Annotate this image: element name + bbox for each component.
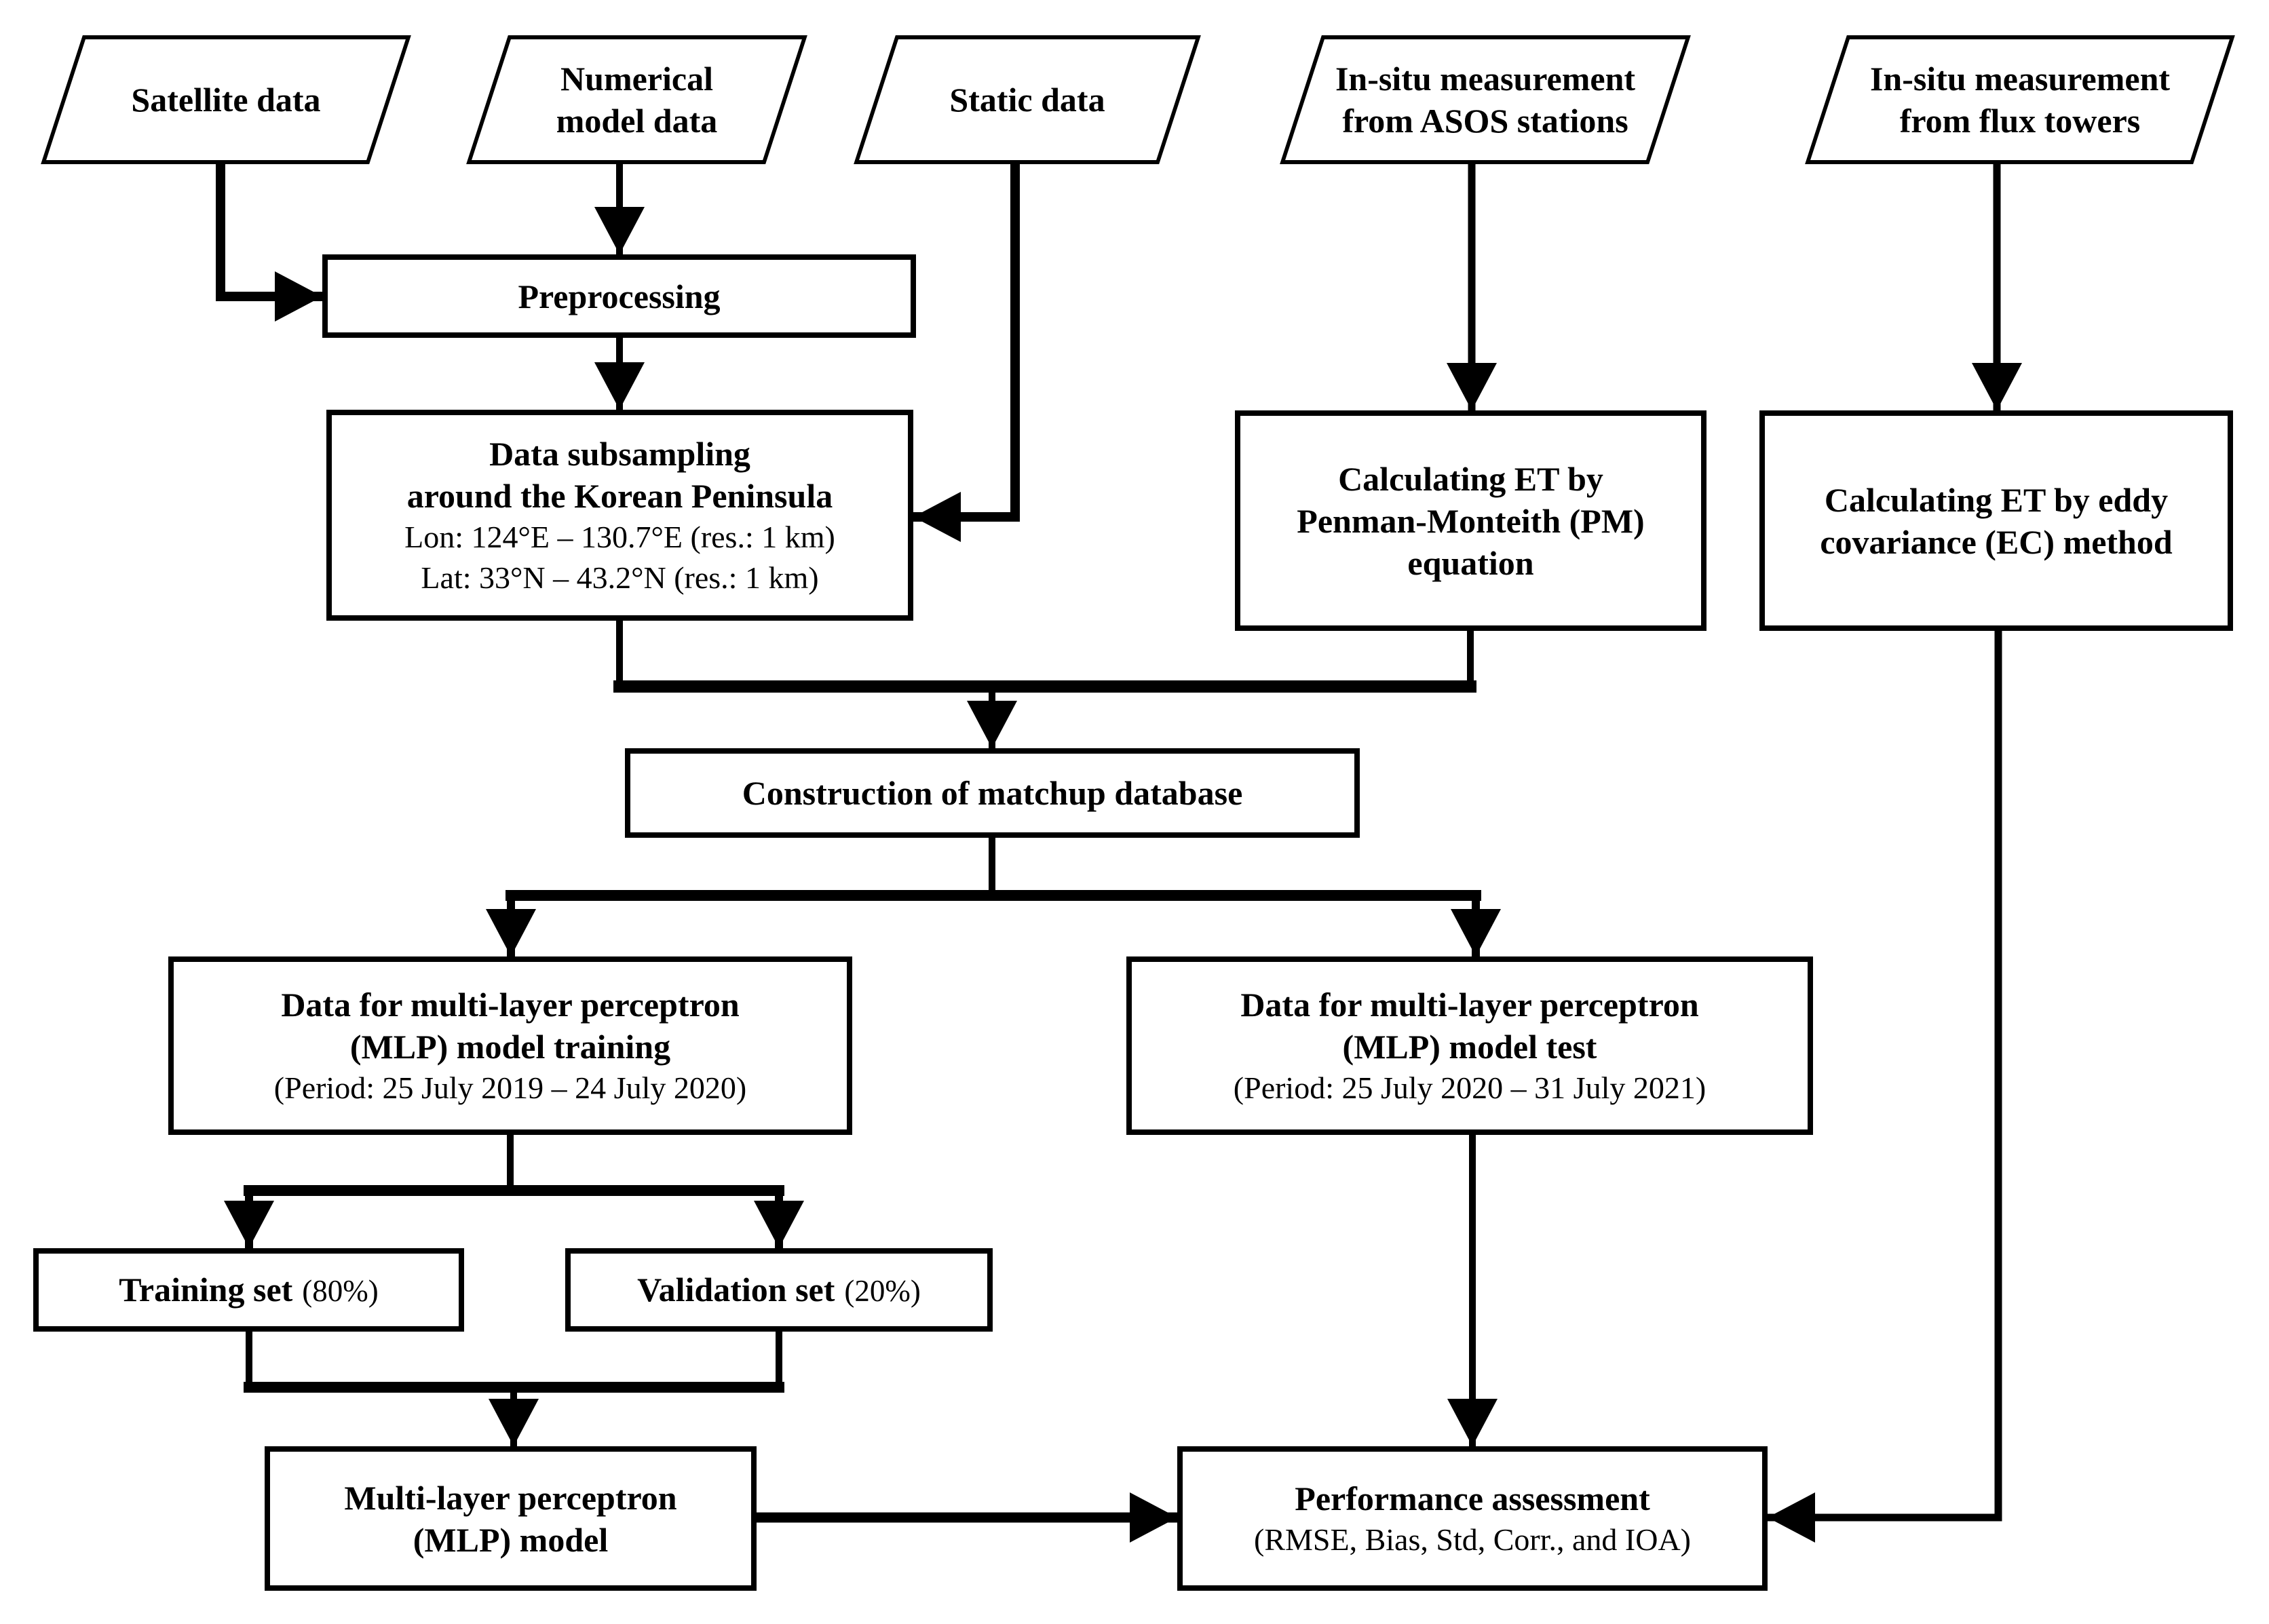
mlp-training-data-box: Data for multi-layer perceptron (MLP) mo… [168, 956, 852, 1135]
edge-ec-to-performance [1768, 631, 2002, 1543]
static-data-node: Static data [854, 35, 1201, 164]
mlp-model-box: Multi-layer perceptron (MLP) model [265, 1446, 757, 1591]
ec-method-box: Calculating ET by eddy covariance (EC) m… [1759, 410, 2233, 631]
matchup-database-box: Construction of matchup database [625, 748, 1360, 838]
edge-satellite-to-preprocessing [216, 161, 322, 322]
training-set-box: Training set(80%) [33, 1248, 464, 1332]
asos-measurement-node: In-situ measurement from ASOS stations [1280, 35, 1691, 164]
flux-tower-measurement-node: In-situ measurement from flux towers [1805, 35, 2235, 164]
pm-equation-box: Calculating ET by Penman-Monteith (PM) e… [1235, 410, 1706, 631]
preprocessing-box: Preprocessing [322, 254, 916, 338]
validation-set-box: Validation set(20%) [565, 1248, 993, 1332]
mlp-test-data-box: Data for multi-layer perceptron (MLP) mo… [1126, 956, 1813, 1135]
performance-assessment-box: Performance assessment (RMSE, Bias, Std,… [1177, 1446, 1768, 1591]
satellite-data-node: Satellite data [41, 35, 411, 164]
data-subsampling-box: Data subsampling around the Korean Penin… [326, 410, 913, 621]
numerical-model-data-node: Numerical model data [466, 35, 807, 164]
edge-static-to-subsampling [913, 161, 1020, 542]
